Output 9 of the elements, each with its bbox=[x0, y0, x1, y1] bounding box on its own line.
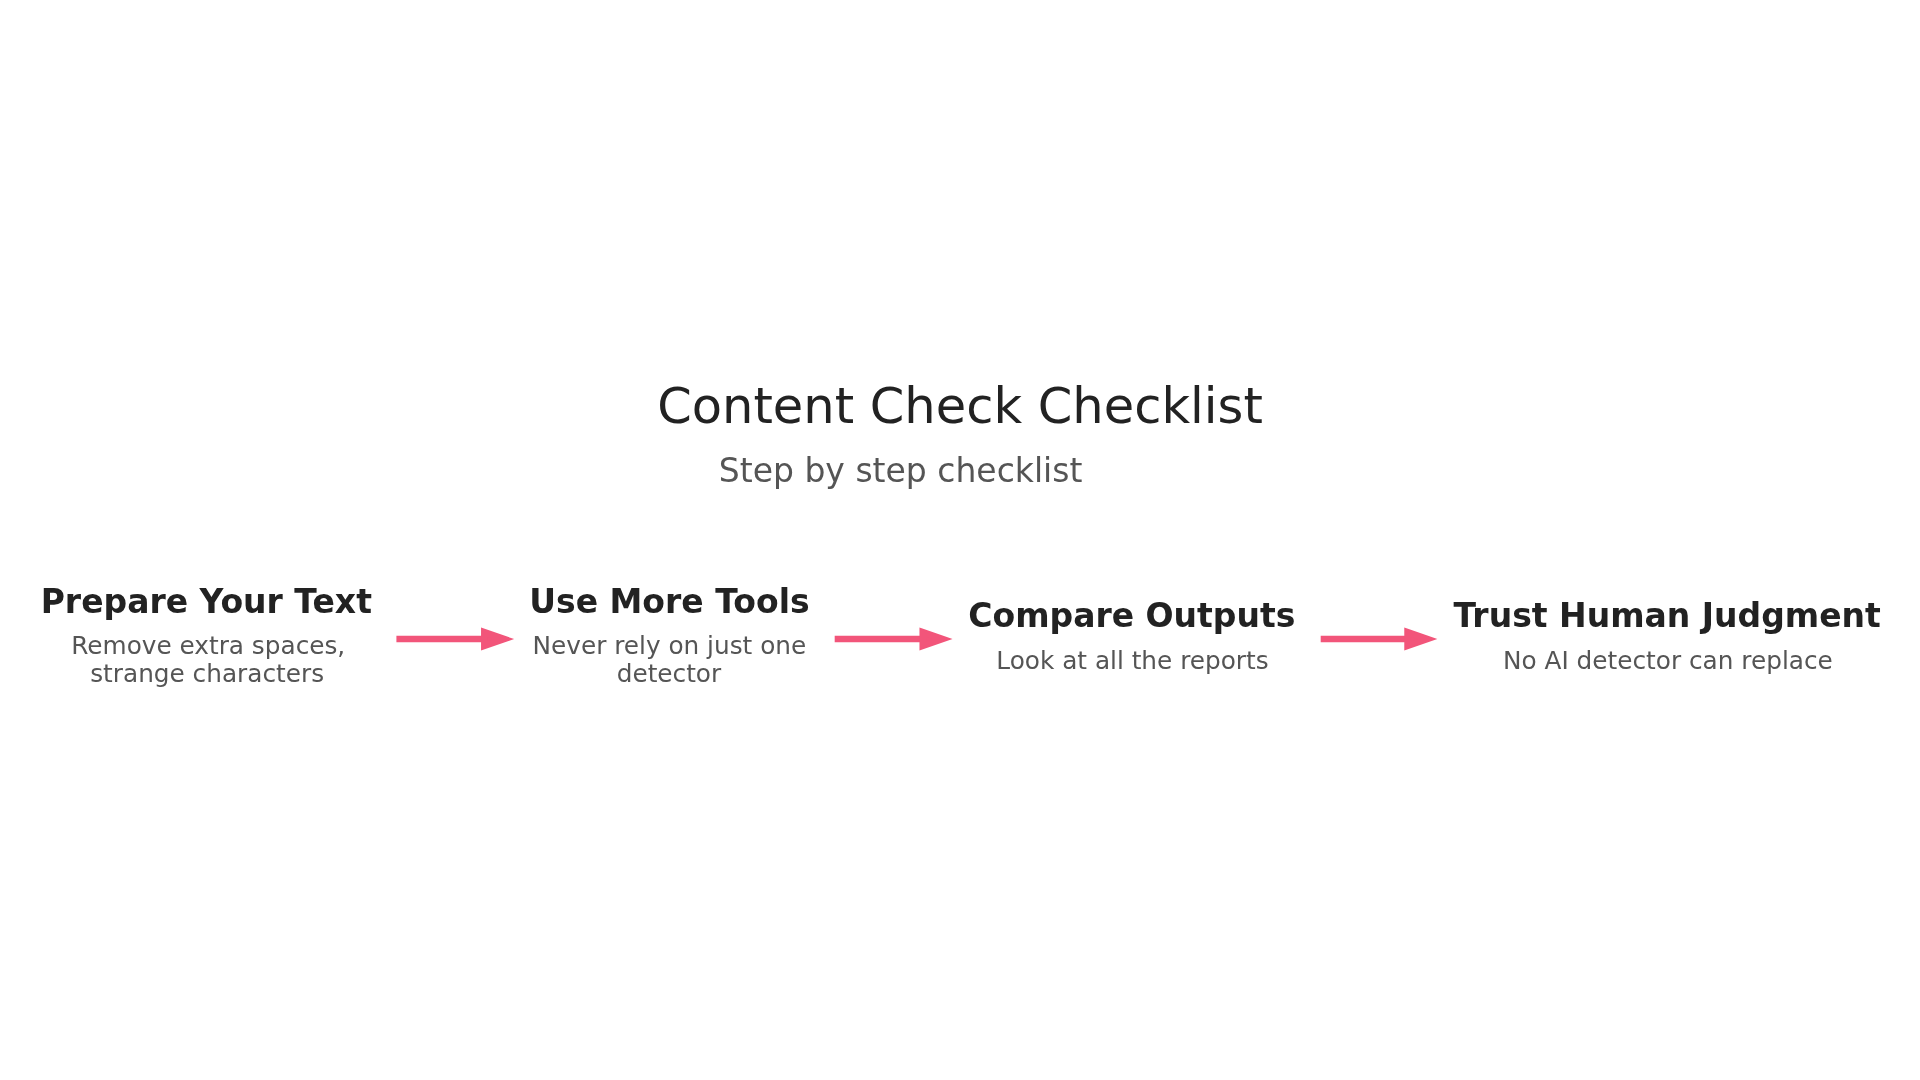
arrow bbox=[834, 627, 953, 651]
label: Step by step checklist bbox=[718, 451, 1083, 491]
arrow bbox=[396, 627, 515, 651]
node-text: Compare Outputs Look at all the reports bbox=[968, 596, 1296, 675]
node-text: Trust Human Judgment No AI detector can replace bbox=[1453, 596, 1881, 675]
node-text: Prepare Your Text Remove extra spaces, strange characters bbox=[40, 581, 372, 688]
node-text: Use More Tools Never rely on just one detector bbox=[529, 581, 810, 688]
diagram-title: Content Check Checklist bbox=[657, 376, 1263, 435]
arrow bbox=[1320, 627, 1438, 651]
